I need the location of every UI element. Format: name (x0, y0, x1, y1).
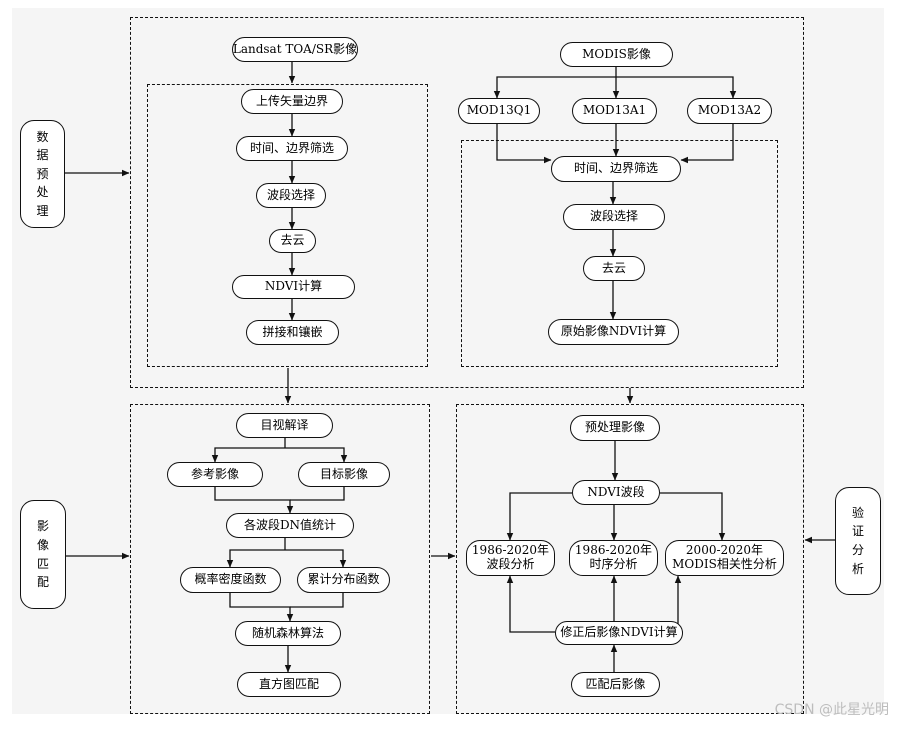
node-cdf: 累计分布函数 (297, 567, 390, 593)
node-preprocessed-image: 预处理影像 (570, 415, 660, 441)
node-landsat-filter: 时间、边界筛选 (236, 136, 348, 161)
node-corrected-ndvi: 修正后影像NDVI计算 (555, 621, 683, 645)
node-landsat-source: Landsat TOA/SR影像 (232, 37, 358, 62)
node-upload-boundary: 上传矢量边界 (241, 89, 343, 114)
diagram-background (12, 8, 884, 714)
matching-group (130, 404, 430, 714)
node-landsat-ndvi: NDVI计算 (232, 275, 355, 299)
side-label-matching: 影 像 匹 配 (20, 500, 66, 609)
validation-group (456, 404, 804, 714)
node-mod13q1: MOD13Q1 (458, 98, 540, 124)
node-modis-ndvi: 原始影像NDVI计算 (548, 319, 679, 345)
node-ndvi-band: NDVI波段 (572, 480, 660, 505)
modis-group (461, 140, 778, 367)
node-modis-cloud-removal: 去云 (583, 256, 645, 281)
node-modis-source: MODIS影像 (560, 42, 673, 67)
node-modis-filter: 时间、边界筛选 (551, 156, 681, 182)
node-timeseries-analysis: 1986-2020年 时序分析 (569, 540, 658, 576)
watermark: CSDN @此星光明 (774, 702, 889, 718)
node-modis-correlation: 2000-2020年 MODIS相关性分析 (665, 540, 784, 576)
node-target-image: 目标影像 (298, 462, 390, 487)
node-modis-band-select: 波段选择 (563, 204, 665, 230)
side-label-validation: 验 证 分 析 (835, 487, 881, 595)
landsat-group (147, 84, 428, 367)
node-visual-interpretation: 目视解译 (236, 413, 333, 438)
node-mod13a2: MOD13A2 (687, 98, 772, 124)
node-mod13a1: MOD13A1 (572, 98, 657, 124)
node-pdf: 概率密度函数 (180, 567, 281, 593)
node-histogram-matching: 直方图匹配 (237, 672, 341, 697)
preprocess-group (130, 17, 804, 388)
node-reference-image: 参考影像 (167, 462, 263, 487)
node-landsat-cloud-removal: 去云 (269, 229, 316, 253)
node-band-analysis: 1986-2020年 波段分析 (466, 540, 555, 576)
node-band-dn-stats: 各波段DN值统计 (226, 513, 354, 538)
side-label-preprocess: 数 据 预 处 理 (20, 120, 65, 228)
node-matched-image: 匹配后影像 (571, 672, 660, 697)
node-random-forest: 随机森林算法 (235, 621, 341, 646)
node-landsat-band-select: 波段选择 (256, 183, 326, 208)
node-mosaic: 拼接和镶嵌 (246, 320, 339, 345)
